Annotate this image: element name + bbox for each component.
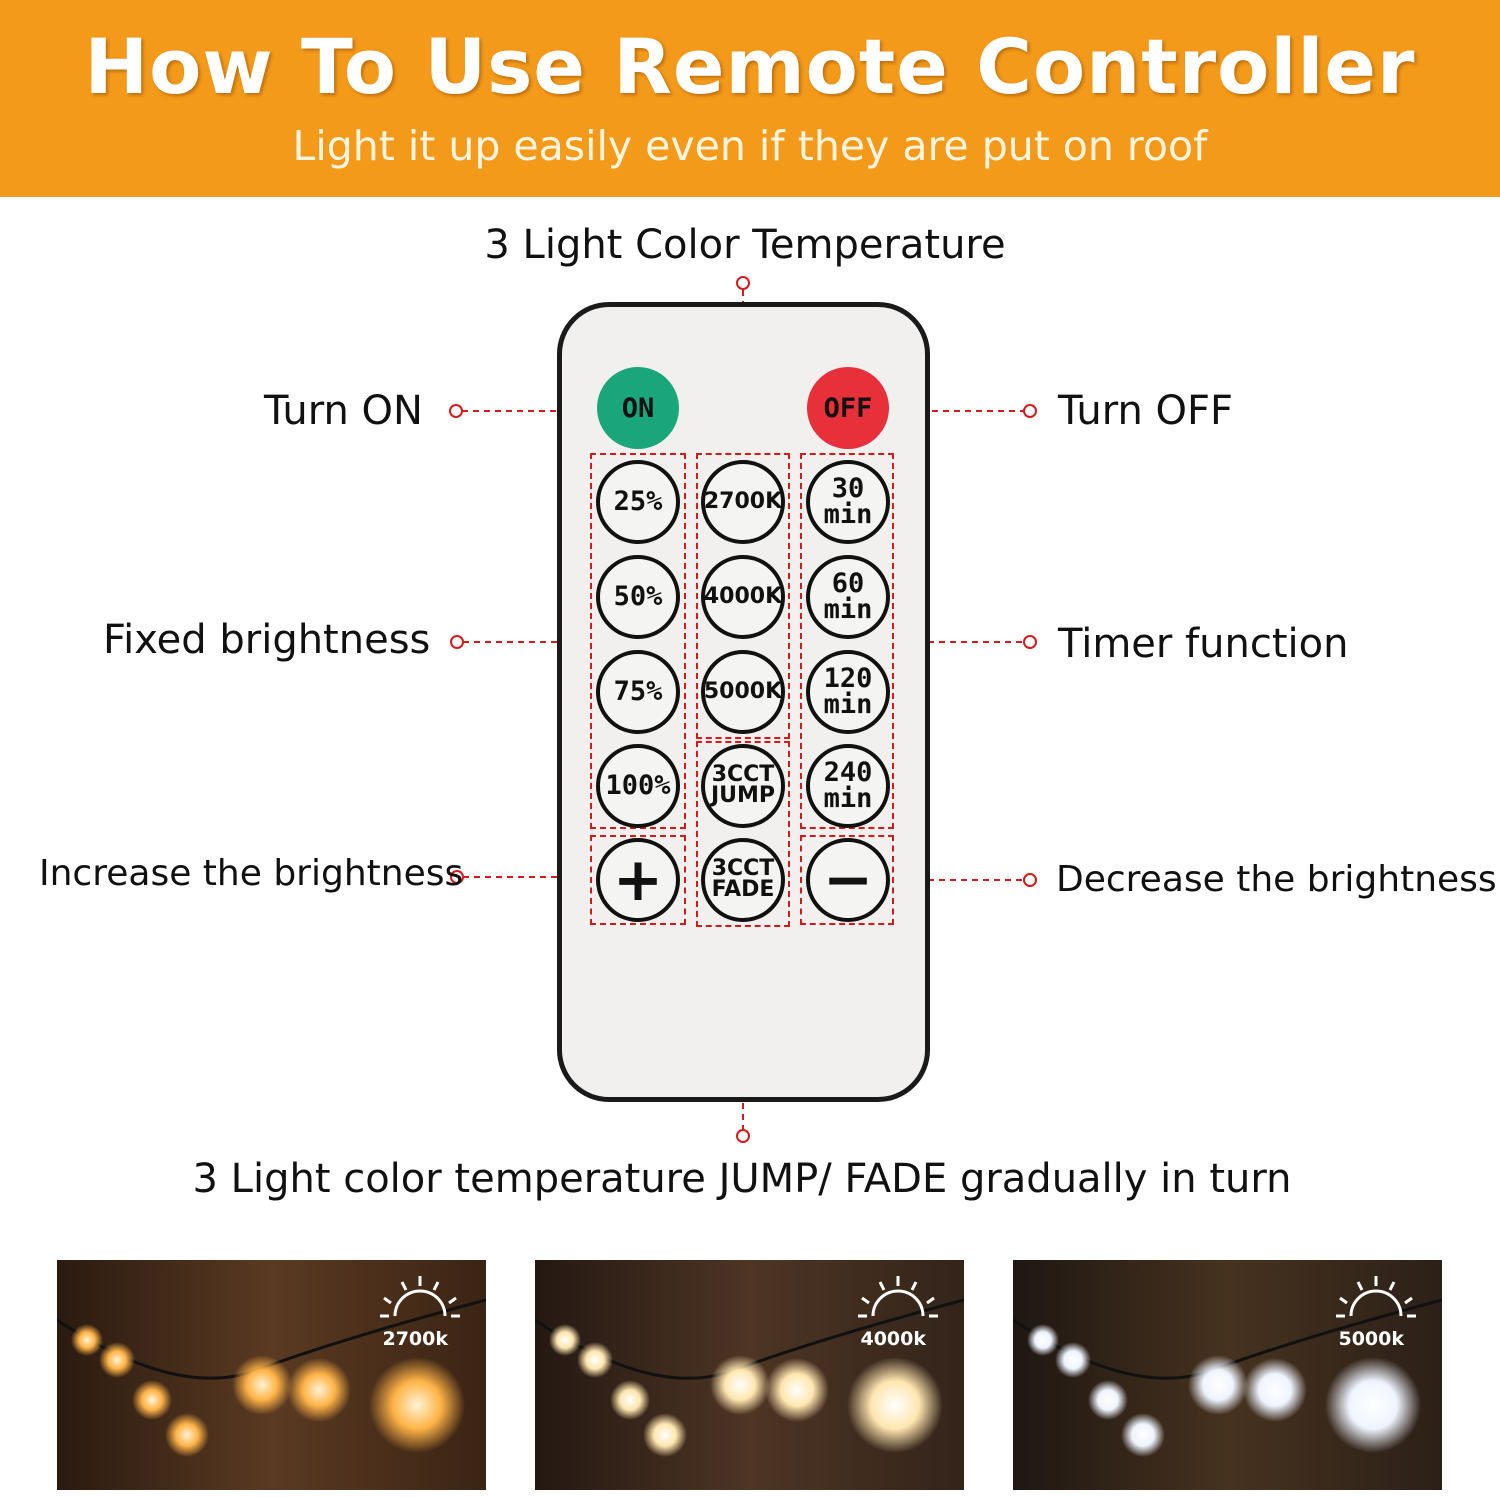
off-button[interactable]: OFF bbox=[807, 367, 889, 449]
brightness-50-button[interactable]: 50% bbox=[596, 555, 680, 639]
timer-group-box bbox=[800, 453, 894, 829]
string-lights-image bbox=[1013, 1260, 1442, 1490]
timer-30-unit: min bbox=[823, 499, 873, 530]
temperature-group-box bbox=[696, 453, 790, 739]
cct-jump-line2: JUMP bbox=[710, 783, 776, 808]
sun-icon bbox=[858, 1276, 938, 1318]
timer-30-button[interactable]: 30 min bbox=[806, 460, 890, 544]
cct-jump-button[interactable]: 3CCT JUMP bbox=[701, 744, 785, 828]
timer-60-value: 60 bbox=[831, 568, 865, 600]
brightness-100-button[interactable]: 100% bbox=[596, 744, 680, 828]
photo-2700k: 2700k bbox=[57, 1260, 486, 1490]
temp-4000k-button[interactable]: 4000K bbox=[701, 555, 785, 639]
photo-4000k: 4000k bbox=[535, 1260, 964, 1490]
brightness-75-button[interactable]: 75% bbox=[596, 650, 680, 734]
cct-fade-button[interactable]: 3CCT FADE bbox=[701, 838, 785, 922]
temp-5000k-button[interactable]: 5000K bbox=[701, 650, 785, 734]
decrease-brightness-button[interactable]: − bbox=[806, 838, 890, 922]
string-lights-image bbox=[57, 1260, 486, 1490]
cct-fade-line2: FADE bbox=[711, 877, 775, 902]
timer-60-unit: min bbox=[823, 594, 873, 625]
brightness-group-box bbox=[590, 453, 686, 829]
minus-group-box bbox=[800, 835, 894, 925]
fixed-brightness-label: Fixed brightness bbox=[103, 617, 431, 663]
timer-240-value: 240 bbox=[823, 757, 873, 789]
decrease-brightness-label: Decrease the brightness bbox=[1056, 859, 1497, 900]
page-subtitle: Light it up easily even if they are put … bbox=[292, 122, 1208, 170]
color-temperature-label: 3 Light Color Temperature bbox=[484, 222, 1006, 268]
sun-icon bbox=[1336, 1276, 1416, 1318]
header-banner: How To Use Remote Controller Light it up… bbox=[0, 0, 1500, 197]
timer-120-unit: min bbox=[823, 689, 873, 720]
increase-brightness-label: Increase the brightness bbox=[39, 853, 464, 894]
string-lights-image bbox=[535, 1260, 964, 1490]
sun-icon bbox=[380, 1276, 460, 1318]
timer-120-value: 120 bbox=[823, 663, 873, 695]
cct-fade-line1: 3CCT bbox=[711, 856, 775, 882]
timer-30-value: 30 bbox=[831, 473, 865, 505]
page-title: How To Use Remote Controller bbox=[84, 22, 1416, 111]
photo-temp-label: 4000k bbox=[860, 1328, 926, 1350]
photo-temp-label: 5000k bbox=[1338, 1328, 1404, 1350]
turn-on-label: Turn ON bbox=[264, 388, 423, 434]
cct-jump-line1: 3CCT bbox=[711, 762, 775, 788]
timer-function-label: Timer function bbox=[1058, 621, 1349, 667]
timer-240-button[interactable]: 240 min bbox=[806, 744, 890, 828]
temp-2700k-button[interactable]: 2700K bbox=[701, 460, 785, 544]
timer-240-unit: min bbox=[823, 783, 873, 814]
turn-off-label: Turn OFF bbox=[1058, 388, 1234, 434]
timer-120-button[interactable]: 120 min bbox=[806, 650, 890, 734]
brightness-25-button[interactable]: 25% bbox=[596, 460, 680, 544]
plus-group-box bbox=[590, 835, 686, 925]
on-button[interactable]: ON bbox=[597, 367, 679, 449]
jump-fade-group-box bbox=[696, 741, 790, 927]
jump-fade-label: 3 Light color temperature JUMP/ FADE gra… bbox=[192, 1156, 1292, 1202]
photo-5000k: 5000k bbox=[1013, 1260, 1442, 1490]
photo-temp-label: 2700k bbox=[382, 1328, 448, 1350]
increase-brightness-button[interactable]: + bbox=[596, 838, 680, 922]
timer-60-button[interactable]: 60 min bbox=[806, 555, 890, 639]
